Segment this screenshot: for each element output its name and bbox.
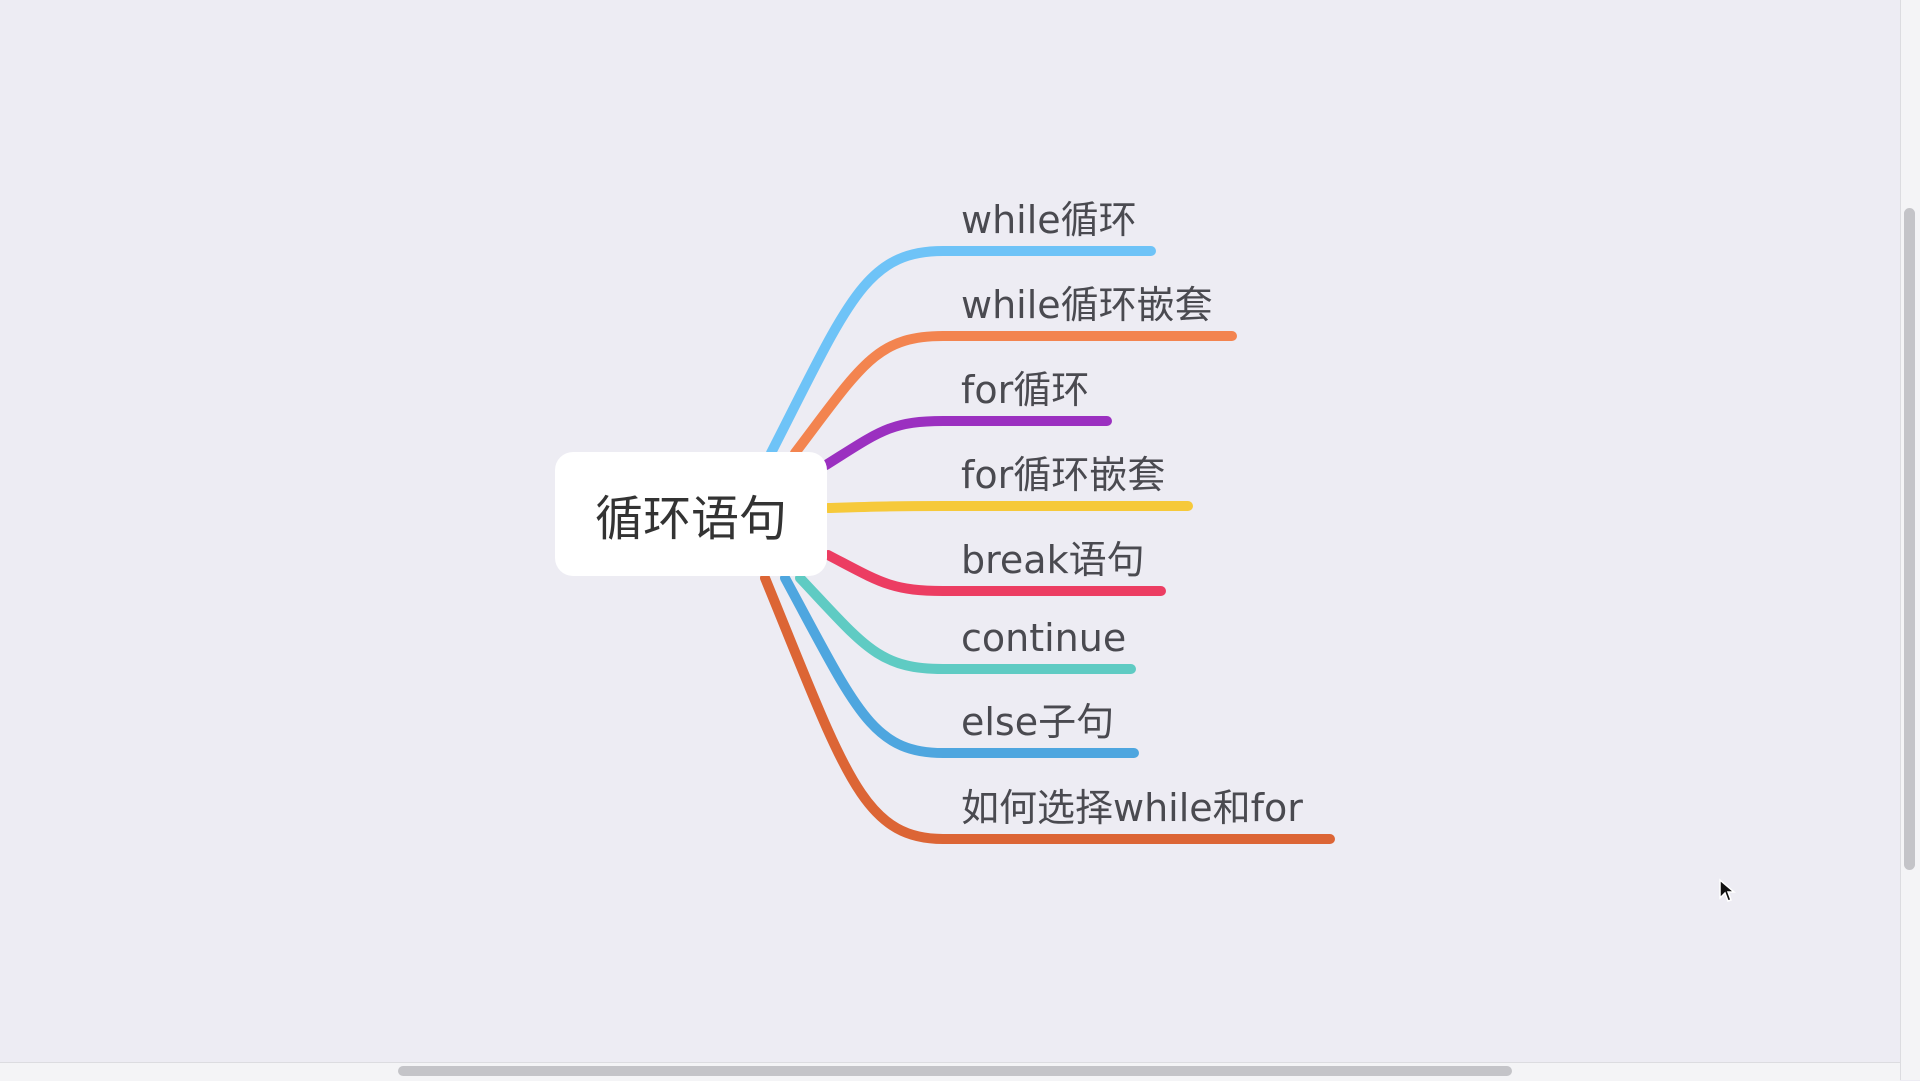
vertical-scrollbar-thumb[interactable]: [1904, 208, 1915, 870]
branch-connector: [766, 246, 1156, 458]
branch-connector: [790, 331, 1237, 458]
mouse-cursor-icon: [1719, 878, 1737, 902]
branch-topic[interactable]: 如何选择while和for: [961, 786, 1303, 830]
root-topic-label: 循环语句: [594, 491, 787, 547]
branch-connector: [795, 573, 1136, 674]
branch-connector: [823, 550, 1166, 596]
branch-topic[interactable]: continue: [961, 616, 1127, 660]
horizontal-scrollbar-thumb[interactable]: [398, 1066, 1512, 1076]
branch-topic[interactable]: break语句: [961, 538, 1145, 582]
branch-topic[interactable]: while循环: [961, 198, 1137, 242]
branch-topic[interactable]: else子句: [961, 700, 1115, 744]
root-topic[interactable]: 循环语句: [555, 452, 827, 576]
branch-topic[interactable]: for循环嵌套: [961, 453, 1166, 497]
branch-connector: [821, 416, 1112, 470]
branch-topic[interactable]: while循环嵌套: [961, 283, 1213, 327]
branch-connector: [760, 573, 1335, 844]
branch-connector: [823, 501, 1193, 513]
branch-connector: [780, 573, 1139, 758]
branch-topic[interactable]: for循环: [961, 368, 1090, 412]
